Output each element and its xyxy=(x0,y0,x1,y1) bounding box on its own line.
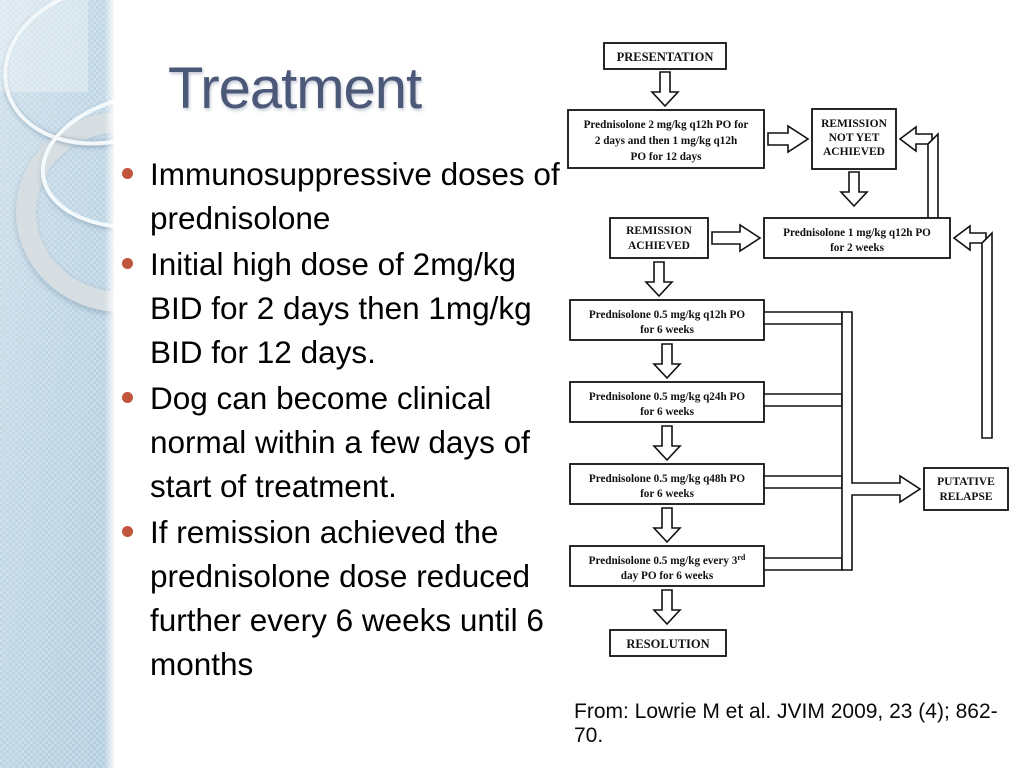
sidebar-light-patch xyxy=(0,0,88,92)
list-item: Dog can become clinical normal within a … xyxy=(116,376,571,508)
flow-box-pred-1mg: Prednisolone 1 mg/kg q12h PO for 2 weeks xyxy=(763,217,951,259)
flow-box-q48h-line2: for 6 weeks xyxy=(640,488,695,500)
flow-box-pred-q48h: Prednisolone 0.5 mg/kg q48h PO for 6 wee… xyxy=(569,463,765,505)
sidebar-edge-highlight xyxy=(105,0,114,768)
arrow-pred-1mg-to-remission-achieved xyxy=(711,223,762,253)
list-item: Immunosuppressive doses of prednisolone xyxy=(116,152,571,240)
flow-box-remission-not-yet-achieved: REMISSION NOT YET ACHIEVED xyxy=(811,108,897,170)
bullet-text: Immunosuppressive doses of prednisolone xyxy=(150,156,560,236)
flow-box-pred-q24h: Prednisolone 0.5 mg/kg q24h PO for 6 wee… xyxy=(569,381,765,423)
flow-box-q12h-line2: for 6 weeks xyxy=(640,324,695,336)
flow-box-pred-every-3rd-day: Prednisolone 0.5 mg/kg every 3rd day PO … xyxy=(569,545,765,587)
flow-box-remission-achieved: REMISSION ACHIEVED xyxy=(609,217,709,259)
flow-box-presentation: PRESENTATION xyxy=(603,42,727,70)
flow-box-pred-1mg-line2: for 2 weeks xyxy=(830,242,885,254)
figure-source-caption: From: Lowrie M et al. JVIM 2009, 23 (4);… xyxy=(574,700,998,747)
bullet-text: Initial high dose of 2mg/kg BID for 2 da… xyxy=(150,246,532,370)
flow-box-every3rd-line1-main: Prednisolone 0.5 mg/kg every 3 xyxy=(589,555,738,567)
flow-box-induction-line3: PO for 12 days xyxy=(631,151,703,163)
flowchart-svg: PRESENTATION Prednisolone 2 mg/kg q12h P… xyxy=(567,42,1009,657)
flow-box-pred-1mg-line1: Prednisolone 1 mg/kg q12h PO xyxy=(783,227,931,239)
flow-box-q48h-line1: Prednisolone 0.5 mg/kg q48h PO xyxy=(589,473,745,485)
flow-box-relapse-line2: RELAPSE xyxy=(939,491,992,503)
flow-box-relapse-line1: PUTATIVE xyxy=(937,476,995,488)
flow-box-q24h-line1: Prednisolone 0.5 mg/kg q24h PO xyxy=(589,391,745,403)
flow-box-induction: Prednisolone 2 mg/kg q12h PO for 2 days … xyxy=(567,109,765,169)
arrow-not-yet-to-pred-1mg xyxy=(840,171,868,207)
arrow-q24h-to-q48h xyxy=(653,425,681,461)
arrow-presentation-to-induction xyxy=(651,71,679,107)
flow-box-resolution: RESOLUTION xyxy=(609,629,727,657)
flow-box-not-yet-line3: ACHIEVED xyxy=(823,146,885,158)
flow-box-resolution-label: RESOLUTION xyxy=(626,637,709,651)
arrow-q12h-to-q24h xyxy=(653,343,681,379)
bullet-text: If remission achieved the prednisolone d… xyxy=(150,514,544,682)
page-title: Treatment xyxy=(168,56,422,121)
theme-sidebar-decoration xyxy=(0,0,114,768)
flow-box-every3rd-line1: Prednisolone 0.5 mg/kg every 3rd xyxy=(589,553,746,567)
bullet-dot-icon xyxy=(122,168,133,179)
flow-box-not-yet-line2: NOT YET xyxy=(829,132,880,144)
flow-box-achieved-line2: ACHIEVED xyxy=(628,240,690,252)
bullet-dot-icon xyxy=(122,392,133,403)
connector-loop-riser-right xyxy=(927,132,939,223)
arrow-achieved-to-q12h xyxy=(645,261,673,297)
list-item: If remission achieved the prednisolone d… xyxy=(116,510,571,686)
treatment-protocol-flowchart: PRESENTATION Prednisolone 2 mg/kg q12h P… xyxy=(560,34,1024,694)
bullet-text: Dog can become clinical normal within a … xyxy=(150,380,530,504)
list-item: Initial high dose of 2mg/kg BID for 2 da… xyxy=(116,242,571,374)
bullet-list: Immunosuppressive doses of prednisolone … xyxy=(116,152,571,688)
flow-box-every3rd-superscript: rd xyxy=(737,553,746,562)
arrow-induction-to-not-yet-achieved xyxy=(767,124,810,154)
flow-box-induction-line2: 2 days and then 1 mg/kg q12h xyxy=(595,135,738,147)
flow-box-presentation-label: PRESENTATION xyxy=(617,50,714,64)
flow-box-every3rd-line2: day PO for 6 weeks xyxy=(621,570,714,582)
flow-box-q12h-line1: Prednisolone 0.5 mg/kg q12h PO xyxy=(589,309,745,321)
flow-box-not-yet-line1: REMISSION xyxy=(821,118,888,130)
flow-box-q24h-line2: for 6 weeks xyxy=(640,406,695,418)
arrow-q48h-to-every-3rd-day xyxy=(653,507,681,543)
bullet-dot-icon xyxy=(122,258,133,269)
flow-box-induction-line1: Prednisolone 2 mg/kg q12h PO for xyxy=(584,119,749,131)
connector-relapse-manifold xyxy=(763,311,922,571)
connector-relapse-riser xyxy=(981,231,993,439)
bullet-dot-icon xyxy=(122,526,133,537)
flow-box-pred-q12h: Prednisolone 0.5 mg/kg q12h PO for 6 wee… xyxy=(569,299,765,341)
flow-box-achieved-line1: REMISSION xyxy=(626,225,693,237)
arrow-every-3rd-day-to-resolution xyxy=(653,589,681,625)
flow-box-putative-relapse: PUTATIVE RELAPSE xyxy=(923,467,1009,511)
